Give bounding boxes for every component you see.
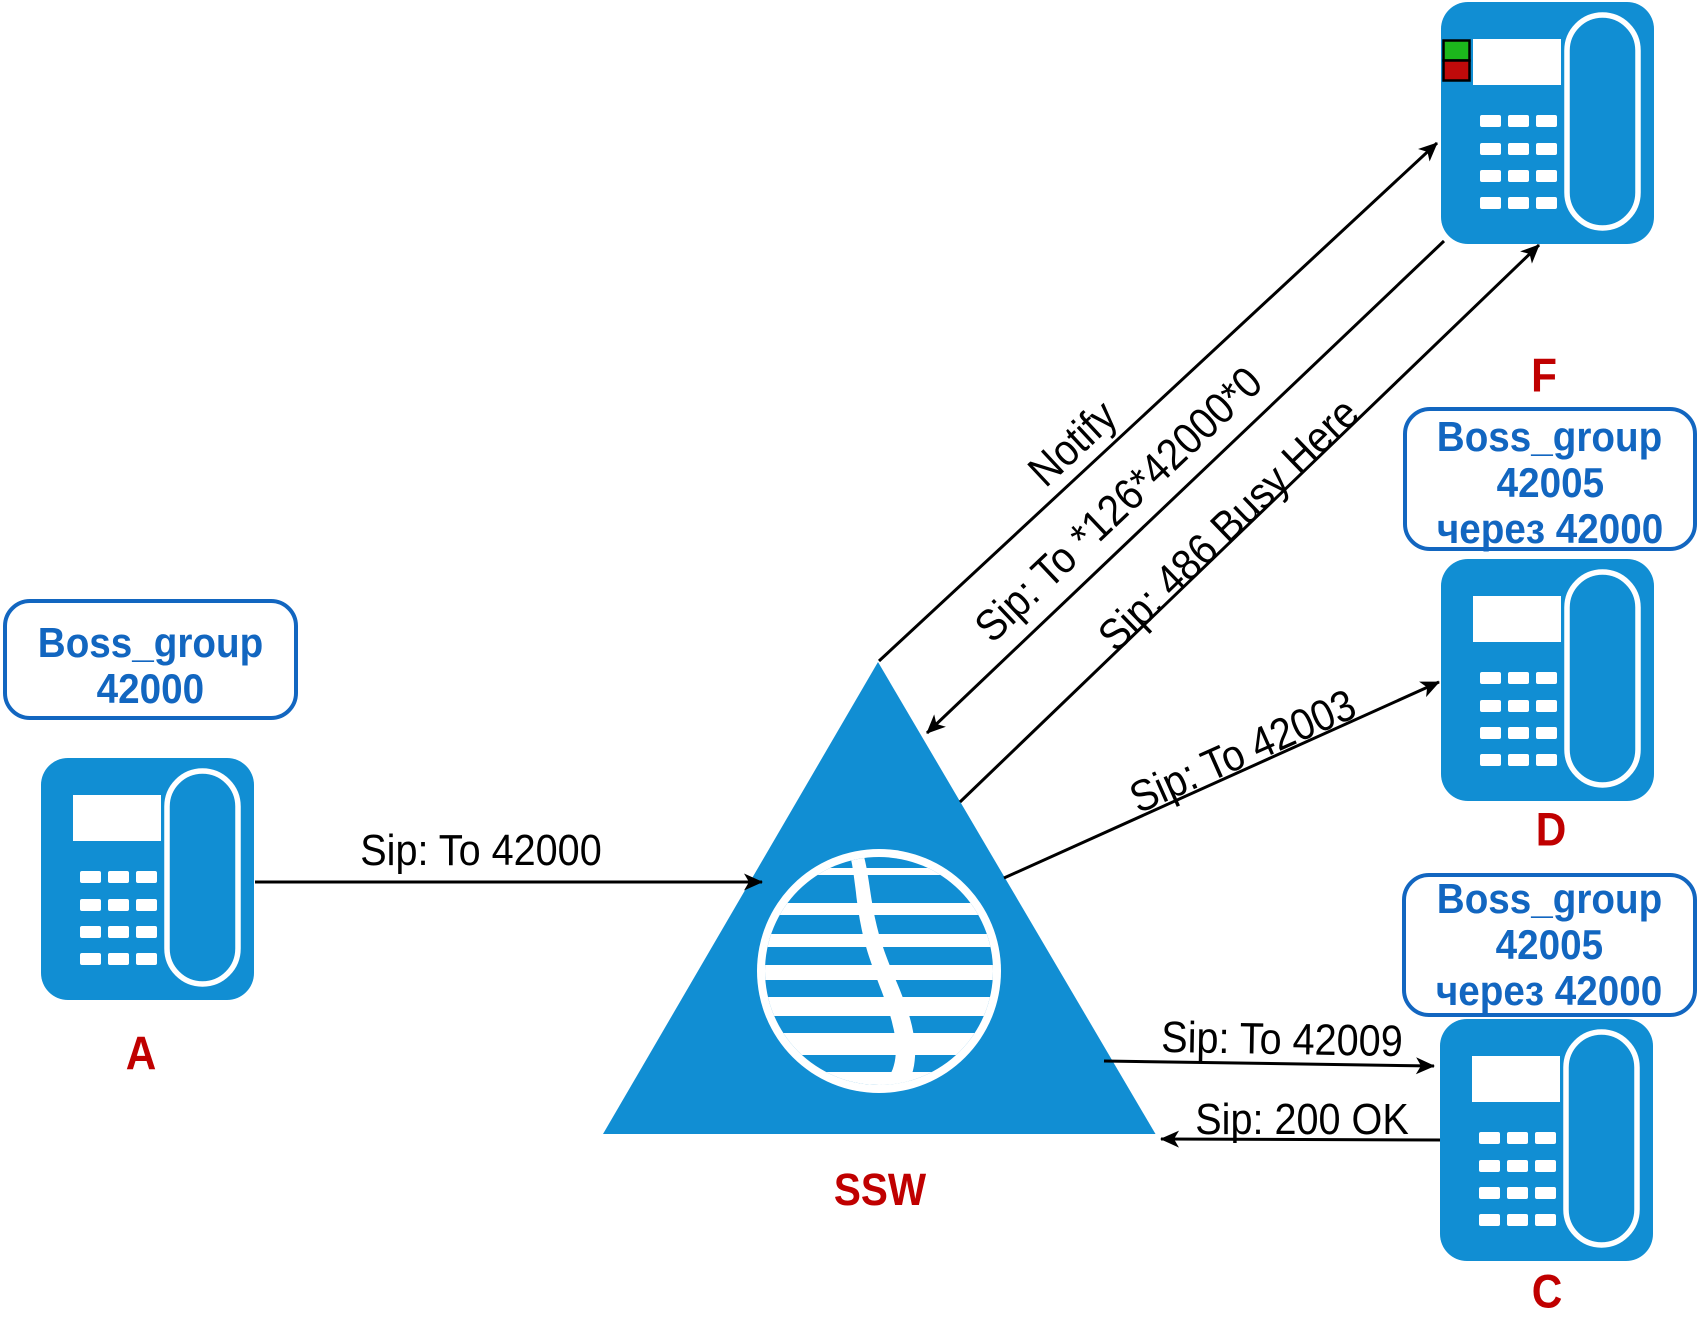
group-box-a-line1: Boss_group [37, 619, 264, 666]
arrow-ssw-to-d [1003, 680, 1440, 880]
node-label-a: A [125, 1026, 157, 1080]
group-box-d: Boss_group 42005 через 42000 [1403, 407, 1697, 551]
arrow-ssw-to-f-busy [958, 243, 1541, 804]
phone-d-icon [1441, 559, 1654, 801]
arrow-c-to-ssw-ok [1160, 1130, 1445, 1148]
group-box-c-line1: Boss_group [1436, 875, 1663, 922]
group-box-d-line3: через 42000 [1436, 504, 1664, 552]
node-label-f: F [1531, 348, 1557, 402]
node-label-c: C [1531, 1264, 1563, 1318]
msg-sip-200-ok: Sip: 200 OK [1195, 1095, 1409, 1144]
group-box-c: Boss_group 42005 через 42000 [1402, 873, 1697, 1017]
group-box-a: Boss_group 42000 [3, 599, 298, 720]
phone-f-icon [1441, 2, 1654, 244]
arrow-ssw-to-f-notify [877, 141, 1439, 663]
busy-lamp-indicator [1442, 39, 1471, 82]
group-box-d-line1: Boss_group [1437, 412, 1663, 460]
arrow-f-to-ssw-dial [925, 239, 1446, 735]
phone-a-icon [41, 758, 254, 1000]
node-label-ssw: SSW [833, 1164, 927, 1215]
msg-sip-to-42000: Sip: To 42000 [360, 826, 602, 875]
group-box-c-line3: через 42000 [1436, 967, 1663, 1014]
group-box-d-line2: 42005 [1496, 458, 1604, 506]
group-box-c-line2: 42005 [1495, 921, 1604, 968]
arrow-ssw-to-c [1103, 1057, 1435, 1075]
phone-c-icon [1440, 1019, 1653, 1261]
ssw-node [603, 662, 1156, 1134]
msg-sip-to-42009: Sip: To 42009 [1160, 1012, 1404, 1067]
ssw-logo [757, 849, 1001, 1093]
node-label-d: D [1535, 802, 1567, 856]
group-box-a-line2: 42000 [96, 665, 205, 712]
arrows [255, 141, 1541, 1148]
